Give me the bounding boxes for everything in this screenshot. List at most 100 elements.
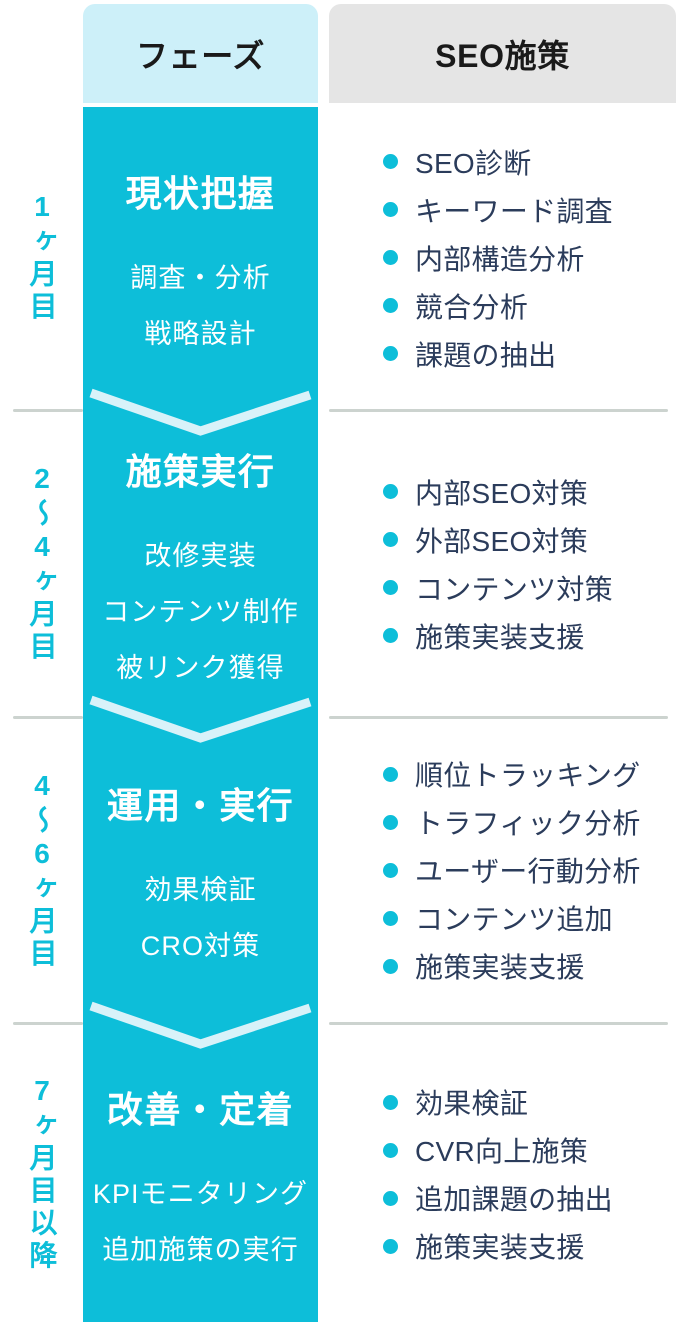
section-divider bbox=[13, 409, 83, 412]
phase-title-2: 施策実行 bbox=[125, 450, 276, 492]
phase-subtitle: 調査・分析 bbox=[130, 262, 271, 293]
tasks-cell-4: 効果検証 CVR向上施策 追加課題の抽出 施策実装支援 bbox=[329, 1028, 676, 1320]
task-item: 競合分析 bbox=[383, 282, 676, 330]
bullet-icon bbox=[383, 766, 398, 782]
column-header-phase-label: フェーズ bbox=[136, 37, 265, 74]
phase-card-2: 施策実行 改修実装 コンテンツ制作 被リンク獲得 bbox=[83, 415, 318, 712]
task-item: コンテンツ対策 bbox=[383, 564, 676, 612]
task-list-4: 効果検証 CVR向上施策 追加課題の抽出 施策実装支援 bbox=[329, 1078, 676, 1270]
phase-subtitle: コンテンツ制作 bbox=[102, 596, 299, 627]
bullet-icon bbox=[383, 1142, 398, 1158]
task-item: 順位トラッキング bbox=[383, 750, 676, 798]
month-cell-1: 1ヶ月目 bbox=[0, 110, 83, 405]
phase-subtitle: 改修実装 bbox=[144, 540, 257, 571]
chevron-down-icon bbox=[89, 695, 312, 743]
month-label-2: 2〜4ヶ月目 bbox=[26, 463, 58, 664]
phase-title-1: 現状把握 bbox=[125, 172, 276, 214]
task-label: 競合分析 bbox=[415, 291, 529, 323]
task-item: SEO診断 bbox=[383, 138, 676, 186]
phase-subtitle: KPIモニタリング bbox=[92, 1179, 309, 1209]
month-label-3: 4〜6ヶ月目 bbox=[26, 769, 58, 971]
chevron-down-icon bbox=[89, 388, 312, 436]
task-item: 外部SEO対策 bbox=[383, 516, 676, 564]
task-item: ユーザー行動分析 bbox=[383, 846, 676, 894]
task-item: CVR向上施策 bbox=[383, 1126, 676, 1174]
task-label: CVR向上施策 bbox=[415, 1136, 589, 1167]
task-list-3: 順位トラッキング トラフィック分析 ユーザー行動分析 コンテンツ追加 施策実装支… bbox=[329, 750, 676, 990]
bullet-icon bbox=[383, 298, 398, 313]
phase-subtitle: 戦略設計 bbox=[144, 318, 257, 349]
bullet-icon bbox=[383, 202, 398, 217]
column-header-seo-label: SEO施策 bbox=[435, 37, 570, 74]
task-label: コンテンツ追加 bbox=[415, 904, 613, 935]
bullet-icon bbox=[383, 154, 398, 169]
phase-title-3: 運用・実行 bbox=[106, 785, 295, 826]
task-label: 施策実装支援 bbox=[415, 952, 585, 983]
task-label: キーワード調査 bbox=[415, 195, 613, 227]
month-cell-3: 4〜6ヶ月目 bbox=[0, 722, 83, 1018]
task-label: 順位トラッキング bbox=[415, 760, 641, 791]
task-label: 外部SEO対策 bbox=[415, 525, 589, 557]
task-label: 施策実装支援 bbox=[415, 1232, 585, 1263]
bullet-icon bbox=[383, 1238, 398, 1254]
bullet-icon bbox=[383, 1190, 398, 1206]
tasks-cell-2: 内部SEO対策 外部SEO対策 コンテンツ対策 施策実装支援 bbox=[329, 415, 676, 712]
task-label: 内部SEO対策 bbox=[415, 477, 589, 509]
section-divider bbox=[329, 716, 668, 719]
task-item: 追加課題の抽出 bbox=[383, 1174, 676, 1222]
task-item: トラフィック分析 bbox=[383, 798, 676, 846]
bullet-icon bbox=[383, 1094, 398, 1110]
section-divider bbox=[329, 409, 668, 412]
phase-card-1: 現状把握 調査・分析 戦略設計 bbox=[83, 110, 318, 405]
bullet-icon bbox=[383, 628, 398, 643]
task-item: 効果検証 bbox=[383, 1078, 676, 1126]
bullet-icon bbox=[383, 532, 398, 547]
phase-card-3: 運用・実行 効果検証 CRO対策 bbox=[83, 722, 318, 1018]
phase-subtitle: 効果検証 bbox=[144, 875, 257, 905]
task-label: 効果検証 bbox=[415, 1088, 529, 1119]
phase-subtitle: CRO対策 bbox=[140, 931, 261, 961]
section-divider bbox=[329, 1022, 668, 1025]
task-item: 施策実装支援 bbox=[383, 1222, 676, 1270]
month-cell-4: 7ヶ月目以降 bbox=[0, 1028, 83, 1320]
bullet-icon bbox=[383, 910, 398, 926]
tasks-cell-3: 順位トラッキング トラフィック分析 ユーザー行動分析 コンテンツ追加 施策実装支… bbox=[329, 722, 676, 1018]
section-divider bbox=[13, 716, 83, 719]
month-cell-2: 2〜4ヶ月目 bbox=[0, 415, 83, 712]
bullet-icon bbox=[383, 346, 398, 361]
task-item: 施策実装支援 bbox=[383, 942, 676, 990]
task-item: コンテンツ追加 bbox=[383, 894, 676, 942]
bullet-icon bbox=[383, 862, 398, 878]
phase-subtitle: 追加施策の実行 bbox=[102, 1235, 299, 1265]
phase-card-4: 改善・定着 KPIモニタリング 追加施策の実行 bbox=[83, 1028, 318, 1320]
month-label-4: 7ヶ月目以降 bbox=[26, 1075, 58, 1273]
column-header-seo: SEO施策 bbox=[329, 4, 676, 103]
bullet-icon bbox=[383, 484, 398, 499]
bullet-icon bbox=[383, 958, 398, 974]
task-item: 施策実装支援 bbox=[383, 612, 676, 660]
task-item: キーワード調査 bbox=[383, 186, 676, 234]
task-label: 内部構造分析 bbox=[415, 243, 585, 275]
task-label: ユーザー行動分析 bbox=[415, 856, 641, 887]
column-header-phase: フェーズ bbox=[83, 4, 318, 103]
task-list-2: 内部SEO対策 外部SEO対策 コンテンツ対策 施策実装支援 bbox=[329, 468, 676, 660]
section-divider bbox=[13, 1022, 83, 1025]
month-label-1: 1ヶ月目 bbox=[26, 191, 58, 324]
task-item: 内部構造分析 bbox=[383, 234, 676, 282]
tasks-cell-1: SEO診断 キーワード調査 内部構造分析 競合分析 課題の抽出 bbox=[329, 110, 676, 405]
task-label: SEO診断 bbox=[415, 147, 532, 179]
bullet-icon bbox=[383, 580, 398, 595]
task-label: 追加課題の抽出 bbox=[415, 1184, 613, 1215]
task-list-1: SEO診断 キーワード調査 内部構造分析 競合分析 課題の抽出 bbox=[329, 138, 676, 378]
phase-title-4: 改善・定着 bbox=[106, 1089, 295, 1130]
bullet-icon bbox=[383, 250, 398, 265]
task-label: 課題の抽出 bbox=[415, 339, 557, 371]
task-label: コンテンツ対策 bbox=[415, 573, 613, 605]
task-label: トラフィック分析 bbox=[415, 808, 641, 839]
task-label: 施策実装支援 bbox=[415, 621, 585, 653]
task-item: 内部SEO対策 bbox=[383, 468, 676, 516]
task-item: 課題の抽出 bbox=[383, 330, 676, 378]
bullet-icon bbox=[383, 814, 398, 830]
phase-subtitle: 被リンク獲得 bbox=[116, 652, 285, 683]
